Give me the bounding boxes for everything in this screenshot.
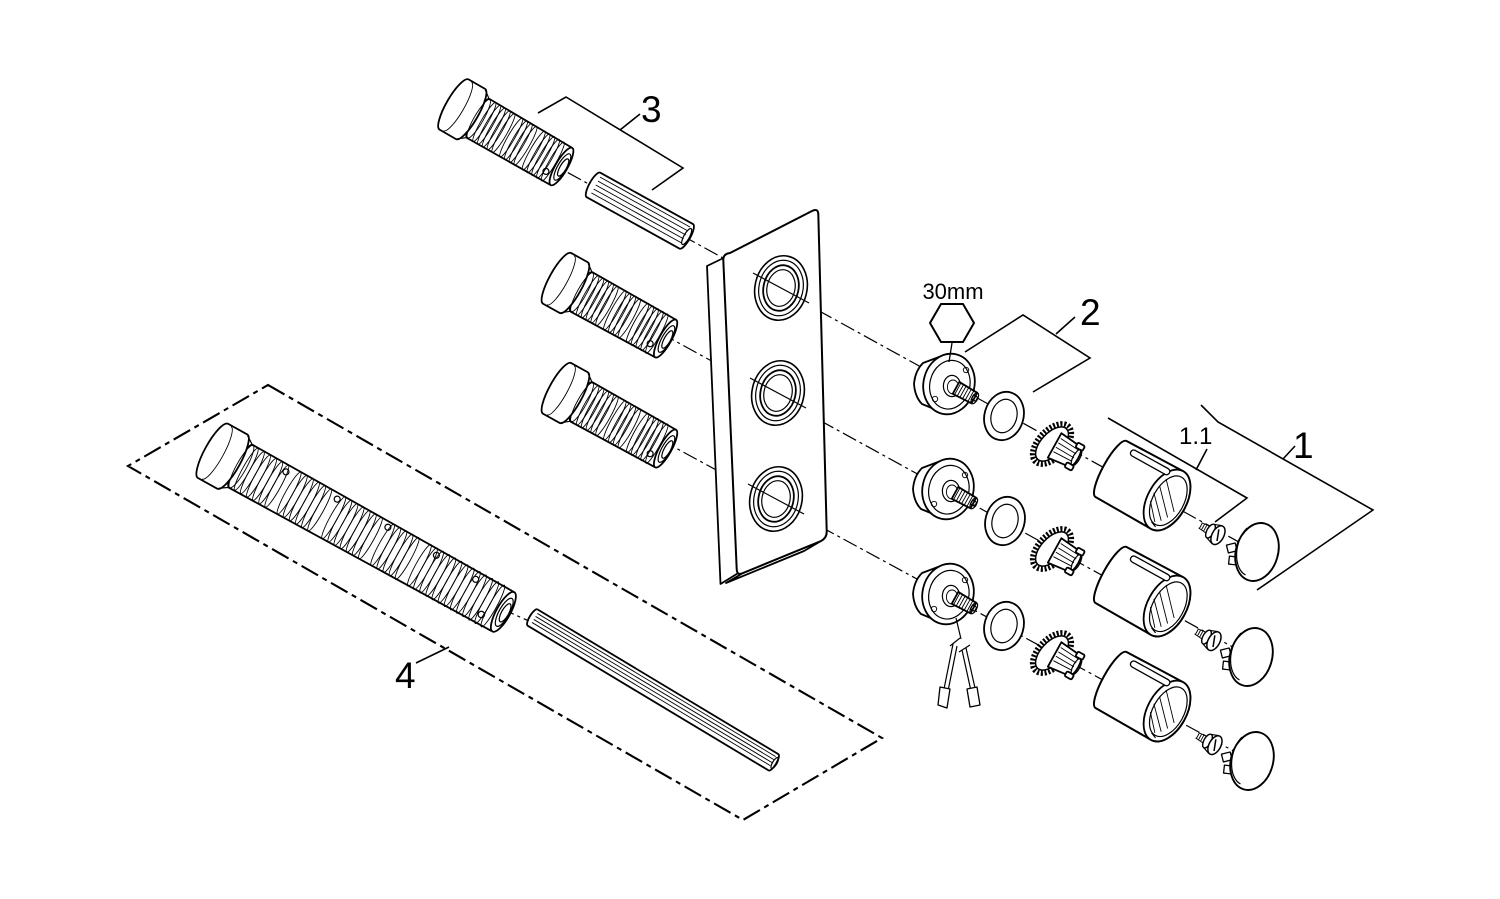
wall-plate	[706, 209, 828, 585]
hex-size-label: 30mm	[922, 279, 983, 304]
stop-sleeve-3	[1087, 646, 1202, 751]
cap-3	[1220, 725, 1282, 797]
retaining-clip	[937, 617, 981, 709]
hex-icon	[929, 303, 975, 343]
callout-1-1: 1.1	[1107, 417, 1249, 523]
splined-rod-3	[582, 169, 698, 252]
spline-adapter-2	[1023, 517, 1093, 588]
callout-4: 4	[395, 646, 450, 696]
splined-rod-long	[524, 606, 783, 774]
stop-sleeve-2	[1087, 541, 1202, 646]
cartridge-3	[912, 557, 981, 631]
service-boundary	[125, 383, 885, 822]
callout-3-label: 3	[641, 89, 662, 130]
callout-1-label: 1	[1293, 425, 1314, 466]
callout-3: 3	[537, 89, 685, 191]
washer-1	[977, 386, 1031, 446]
cartridge-2	[912, 452, 981, 526]
spline-adapter-3	[1023, 621, 1093, 692]
cap-2	[1219, 621, 1281, 693]
washer-2	[978, 491, 1032, 551]
callout-2-label: 2	[1080, 292, 1101, 333]
threaded-extension-row2	[537, 249, 685, 366]
washer-3	[977, 596, 1031, 656]
spline-adapter-1	[1023, 412, 1093, 483]
stop-sleeve-1	[1087, 435, 1202, 540]
threaded-extension-long	[191, 420, 525, 642]
cartridge-1	[913, 347, 982, 421]
threaded-extension-row3	[537, 359, 685, 476]
hex-size-annotation: 30mm	[922, 279, 984, 363]
callout-2: 2	[964, 292, 1101, 393]
callout-1: 1	[1200, 404, 1375, 591]
threaded-extension-3	[433, 76, 581, 195]
callout-4-label: 4	[395, 655, 416, 696]
plate-hole-1	[753, 254, 809, 322]
callout-1-1-label: 1.1	[1179, 423, 1212, 450]
